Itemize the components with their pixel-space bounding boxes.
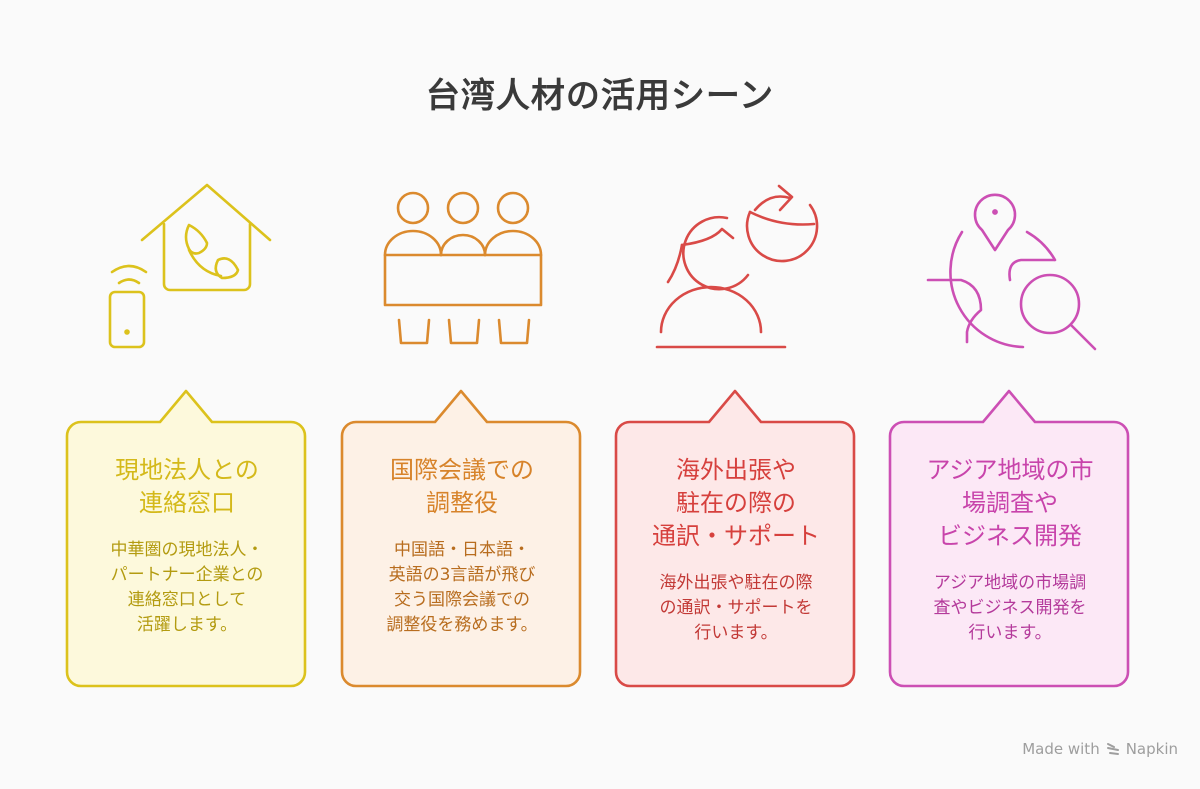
card-heading: 現地法人との 連絡窓口 — [115, 456, 259, 517]
card-asia-market-research: アジア地域の市 場調査や ビジネス開発 アジア地域の市場調 査やビジネス開発を … — [888, 384, 1132, 690]
card-description: アジア地域の市場調 査やビジネス開発を 行います。 — [933, 573, 1087, 643]
house-phone-icon — [100, 180, 280, 355]
card-local-liaison: 現地法人との 連絡窓口 中華圏の現地法人・ パートナー企業との 連絡窓口として … — [65, 384, 309, 690]
meeting-group-icon — [383, 188, 548, 348]
card-description: 海外出張や駐在の際 の通訳・サポートを 行います。 — [659, 573, 813, 643]
card-heading: 国際会議での 調整役 — [390, 456, 534, 517]
napkin-brand-label: Napkin — [1125, 740, 1178, 758]
person-rotate-icon — [655, 180, 825, 350]
speech-bubble-shape — [340, 389, 582, 688]
globe-search-icon — [925, 182, 1100, 357]
made-with-label: Made with — [1022, 740, 1100, 758]
card-overseas-support: 海外出張や 駐在の際の 通訳・サポート 海外出張や駐在の際 の通訳・サポートを … — [614, 384, 858, 690]
napkin-logo-icon — [1106, 743, 1119, 755]
page-title: 台湾人材の活用シーン — [425, 76, 775, 116]
card-description: 中国語・日本語・ 英語の3言語が飛び 交う国際会議での 調整役を務めます。 — [386, 540, 538, 635]
card-description: 中華圏の現地法人・ パートナー企業との 連絡窓口として 活躍します。 — [110, 540, 264, 635]
card-heading: 海外出張や 駐在の際の 通訳・サポート — [652, 456, 820, 550]
speech-bubble-shape — [65, 389, 307, 688]
speech-bubble-shape — [614, 389, 856, 688]
napkin-watermark[interactable]: Made with Napkin — [1022, 740, 1178, 758]
card-international-meeting: 国際会議での 調整役 中国語・日本語・ 英語の3言語が飛び 交う国際会議での 調… — [340, 384, 584, 690]
speech-bubble-shape — [888, 389, 1130, 688]
card-heading: アジア地域の市 場調査や ビジネス開発 — [926, 456, 1094, 550]
